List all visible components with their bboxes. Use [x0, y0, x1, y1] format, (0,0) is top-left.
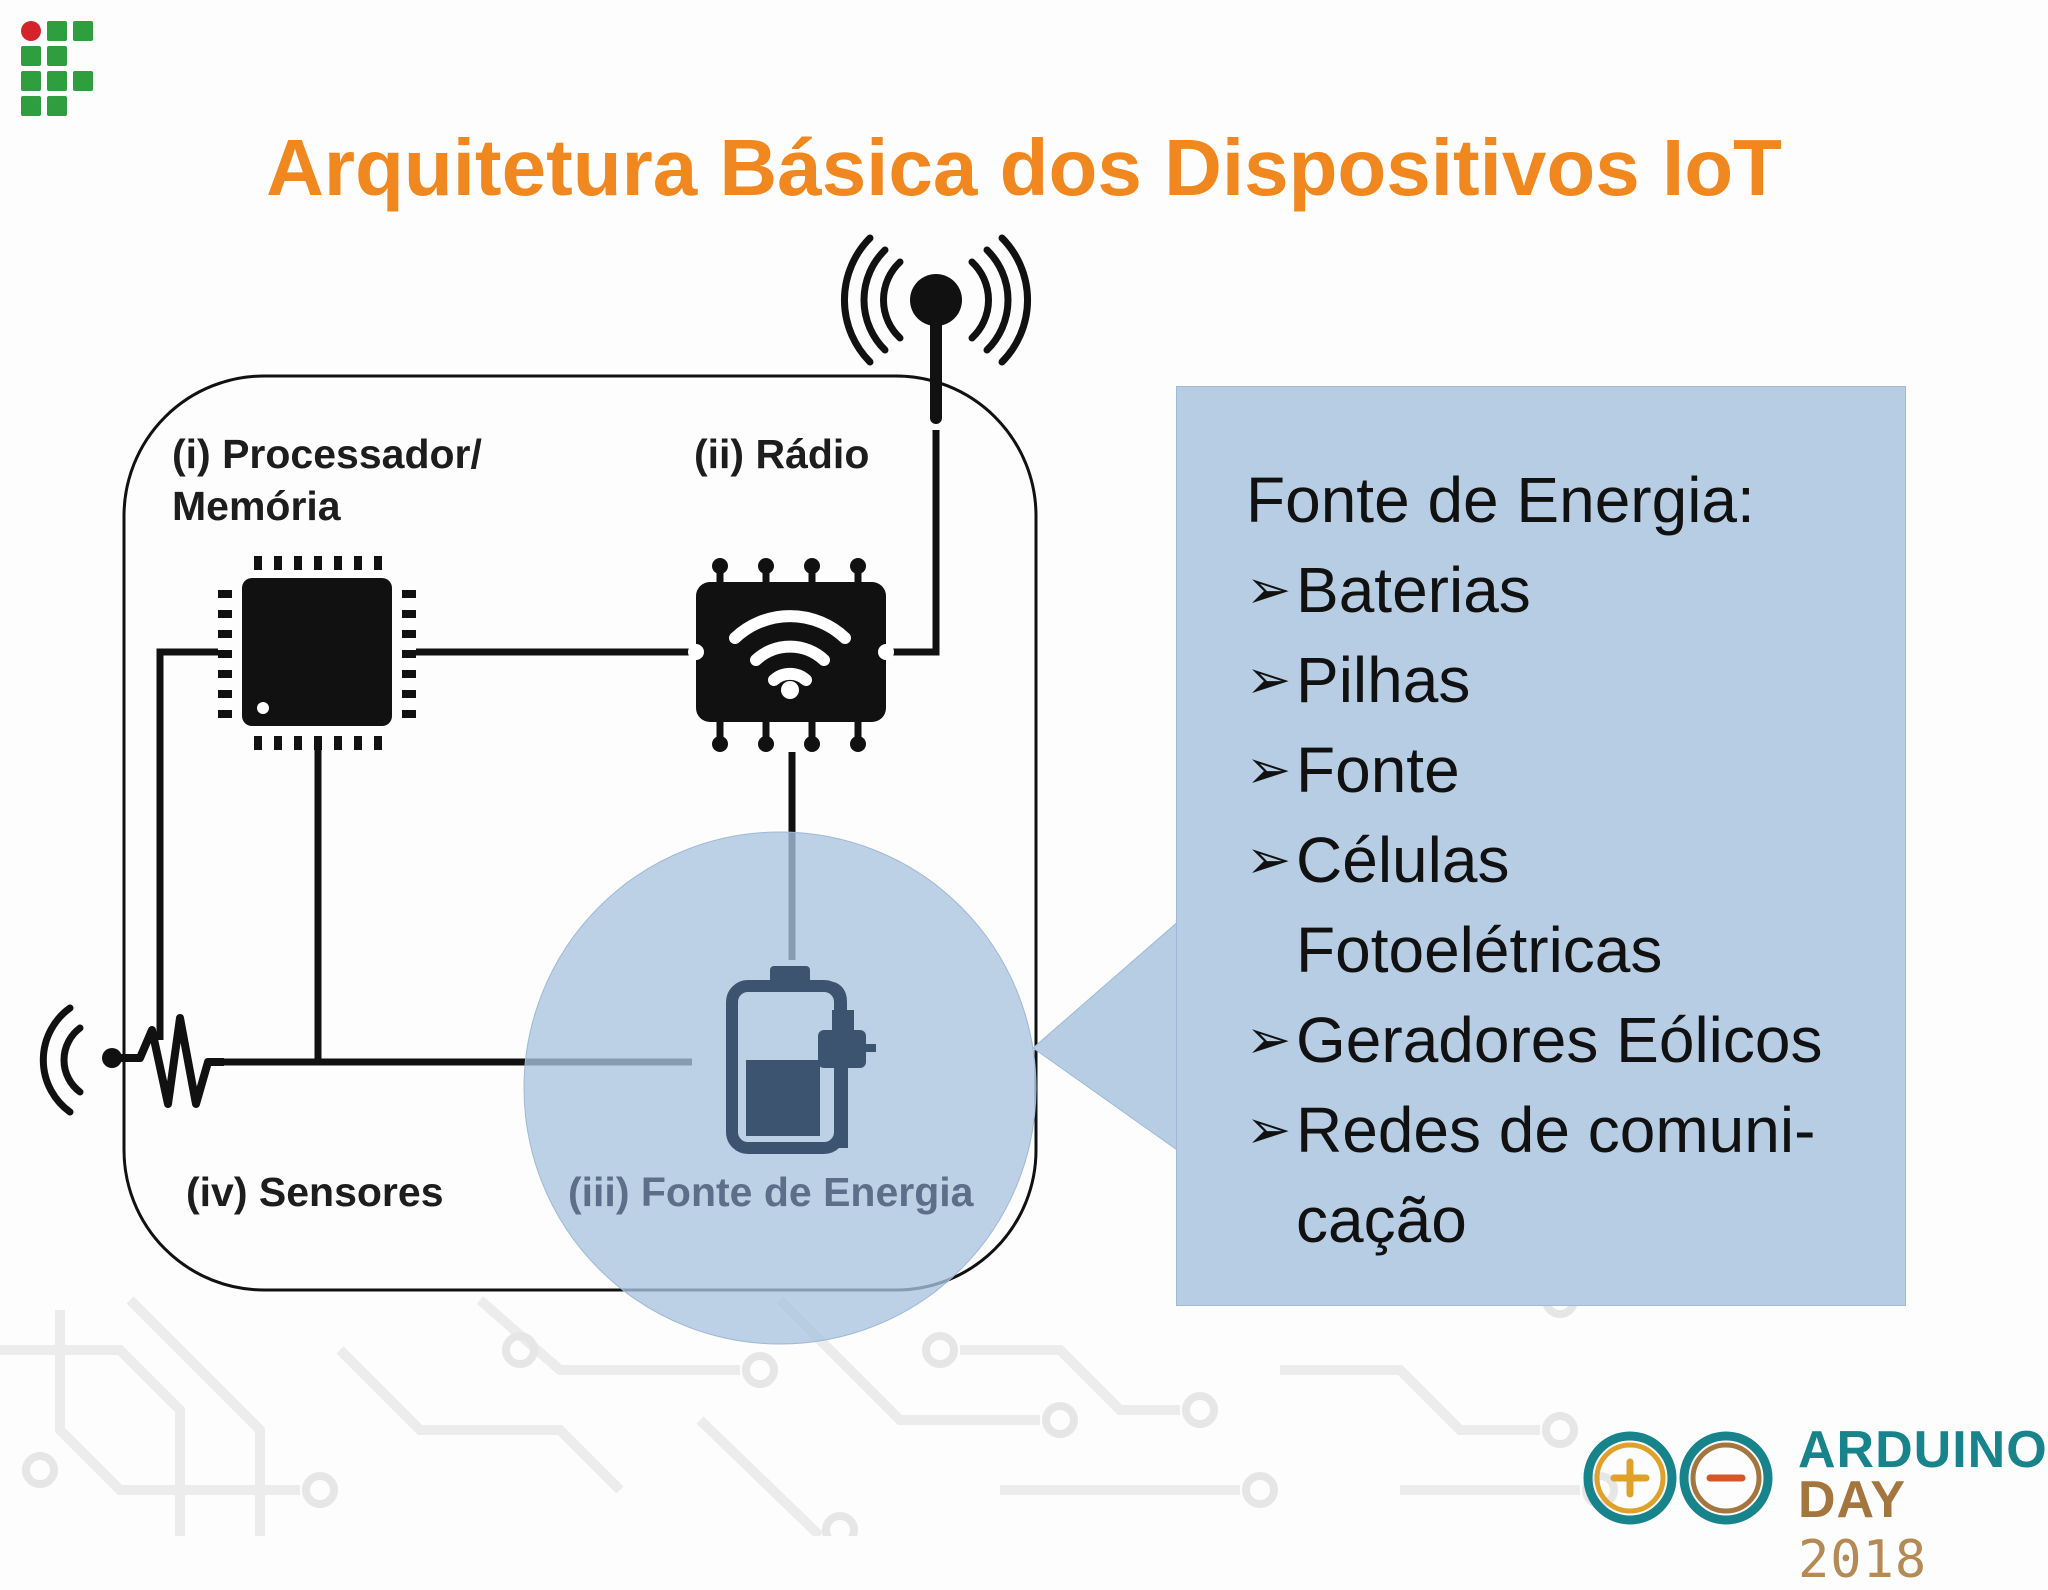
processor-chip-icon: [218, 556, 416, 750]
callout-item: ➢Pilhas: [1246, 635, 1896, 725]
callout-item-label: Geradores Eólicos: [1296, 1004, 1823, 1076]
bullet-arrow-icon: ➢: [1246, 830, 1292, 890]
bullet-arrow-icon: ➢: [1246, 1010, 1292, 1070]
callout-item-label: Fonte: [1296, 734, 1460, 806]
callout-item: ➢Redes de comuni-: [1246, 1085, 1896, 1175]
bullet-arrow-icon: ➢: [1246, 1100, 1292, 1160]
antenna-icon: [840, 234, 1032, 424]
sensor-icon: [39, 1004, 224, 1116]
callout-item-label: Redes de comuni-: [1296, 1094, 1816, 1166]
callout-item-label: Pilhas: [1296, 644, 1471, 716]
label-energy: (iii) Fonte de Energia: [568, 1169, 974, 1215]
callout-item: ➢Geradores Eólicos: [1246, 995, 1896, 1085]
iot-architecture-diagram: [39, 234, 1181, 1345]
callout-item-continuation: cação: [1296, 1184, 1467, 1256]
bullet-arrow-icon: ➢: [1246, 740, 1292, 800]
arduino-logo-line1: ARDUINO: [1798, 1421, 2048, 1479]
arduino-logo-line2: DAY 2018: [1798, 1470, 2048, 1590]
callout-item: ➢Células: [1246, 815, 1896, 905]
energy-highlight: [523, 831, 1181, 1345]
slide-title: Arquitetura Básica dos Dispositivos IoT: [266, 123, 1782, 212]
arduino-logo-day: DAY: [1798, 1471, 1906, 1529]
callout-item-label: Células: [1296, 824, 1510, 896]
radio-chip-icon: [688, 558, 894, 752]
logo-green-squares: [21, 21, 93, 116]
callout-item: ➢Baterias: [1246, 545, 1896, 635]
wifi-icon: [729, 610, 851, 686]
label-processor-line1: (i) Processador/: [172, 431, 482, 477]
device-boundary: [122, 374, 1038, 1292]
callout-pointer: [1032, 918, 1181, 1153]
logo-red-dot: [21, 21, 41, 41]
label-radio: (ii) Rádio: [694, 431, 870, 477]
battery-plug-icon: [726, 966, 876, 1154]
label-processor-line2: Memória: [172, 483, 341, 529]
arduino-infinity-logo: [1583, 1431, 1773, 1525]
arduino-logo-year: 2018: [1798, 1530, 1928, 1590]
energy-callout-box: [1176, 386, 1906, 1306]
callout-heading: Fonte de Energia:: [1246, 464, 1755, 536]
bullet-arrow-icon: ➢: [1246, 650, 1292, 710]
callout-item-continuation: Fotoelétricas: [1296, 914, 1663, 986]
institution-logo: [21, 21, 93, 116]
bullet-arrow-icon: ➢: [1246, 560, 1292, 620]
label-sensors: (iv) Sensores: [186, 1169, 444, 1215]
callout-item: ➢Fonte: [1246, 725, 1896, 815]
callout-item-label: Baterias: [1296, 554, 1531, 626]
energy-callout-text: Fonte de Energia: ➢Baterias ➢Pilhas ➢Fon…: [1246, 455, 1896, 1265]
